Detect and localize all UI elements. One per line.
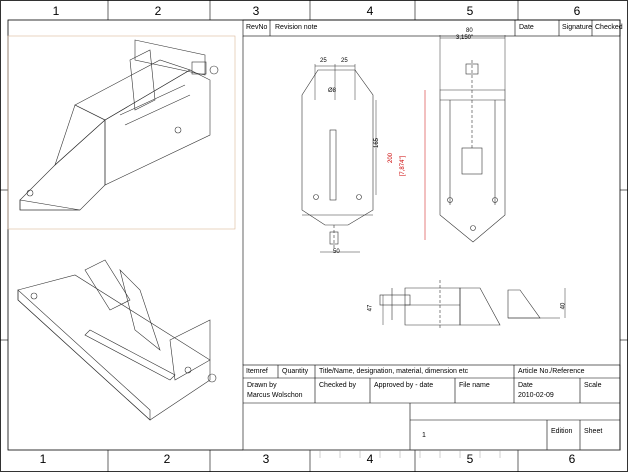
rev-no-header: RevNo — [246, 24, 268, 31]
zone-label-top-2: 2 — [154, 4, 162, 18]
dim-height-200: 200 — [388, 152, 395, 164]
drawn-by-value: Marcus Wolschon — [247, 392, 303, 399]
quantity-label: Quantity — [282, 368, 309, 375]
zone-label-bottom-3: 3 — [262, 452, 270, 466]
dim-left-25: 25 — [320, 58, 327, 64]
scale-label: Scale — [584, 382, 602, 389]
date-label: Date — [518, 382, 533, 389]
approved-by-label: Approved by - date — [374, 382, 434, 389]
itemref-label: Itemref — [246, 368, 268, 375]
title-block — [242, 364, 621, 451]
zone-label-top-6: 6 — [573, 4, 581, 18]
revision-table — [242, 19, 621, 365]
top-view — [379, 280, 566, 330]
edition-label: Edition — [551, 428, 573, 435]
zone-label-bottom-4: 4 — [366, 452, 374, 466]
dim-right-25: 25 — [341, 58, 348, 64]
dim-width-top: 80 — [466, 28, 473, 34]
dim-side-47: 47 — [367, 304, 374, 312]
dim-height-200-inch: [7,874"] — [400, 155, 407, 177]
rev-date-header: Date — [519, 24, 534, 31]
sheet-number-value: 1 — [422, 432, 426, 439]
dim-side-40: 40 — [560, 302, 567, 310]
dim-hole: Ø8 — [328, 88, 337, 94]
isometric-view-bottom — [17, 259, 217, 421]
zone-label-bottom-2: 2 — [163, 452, 171, 466]
side-view — [424, 35, 506, 243]
scale-ruler — [243, 449, 620, 458]
zone-label-bottom-5: 5 — [466, 452, 474, 466]
front-view — [301, 64, 377, 253]
article-no-label: Article No./Reference — [518, 368, 585, 375]
revision-note-header: Revision note — [275, 24, 318, 31]
title-name-label: Title/Name, designation, material, dimen… — [319, 368, 469, 375]
isometric-view-top — [7, 35, 236, 230]
checked-header: Checked — [595, 24, 623, 31]
file-name-label: File name — [459, 382, 490, 389]
date-value: 2010-02-09 — [518, 392, 554, 399]
sheet-label: Sheet — [584, 428, 603, 435]
signature-header: Signature — [562, 24, 592, 31]
zone-label-bottom-1: 1 — [39, 452, 47, 466]
drawn-by-label: Drawn by — [247, 382, 277, 389]
dim-base-50: 50 — [333, 249, 340, 255]
dim-width-top-inch: 3,150" — [456, 35, 474, 41]
zone-label-top-1: 1 — [52, 4, 60, 18]
dim-slot-165: 165 — [374, 137, 381, 149]
zone-label-top-3: 3 — [252, 4, 260, 18]
checked-by-label: Checked by — [319, 382, 356, 389]
zone-label-top-4: 4 — [366, 4, 374, 18]
zone-label-top-5: 5 — [466, 4, 474, 18]
zone-label-bottom-6: 6 — [568, 452, 576, 466]
